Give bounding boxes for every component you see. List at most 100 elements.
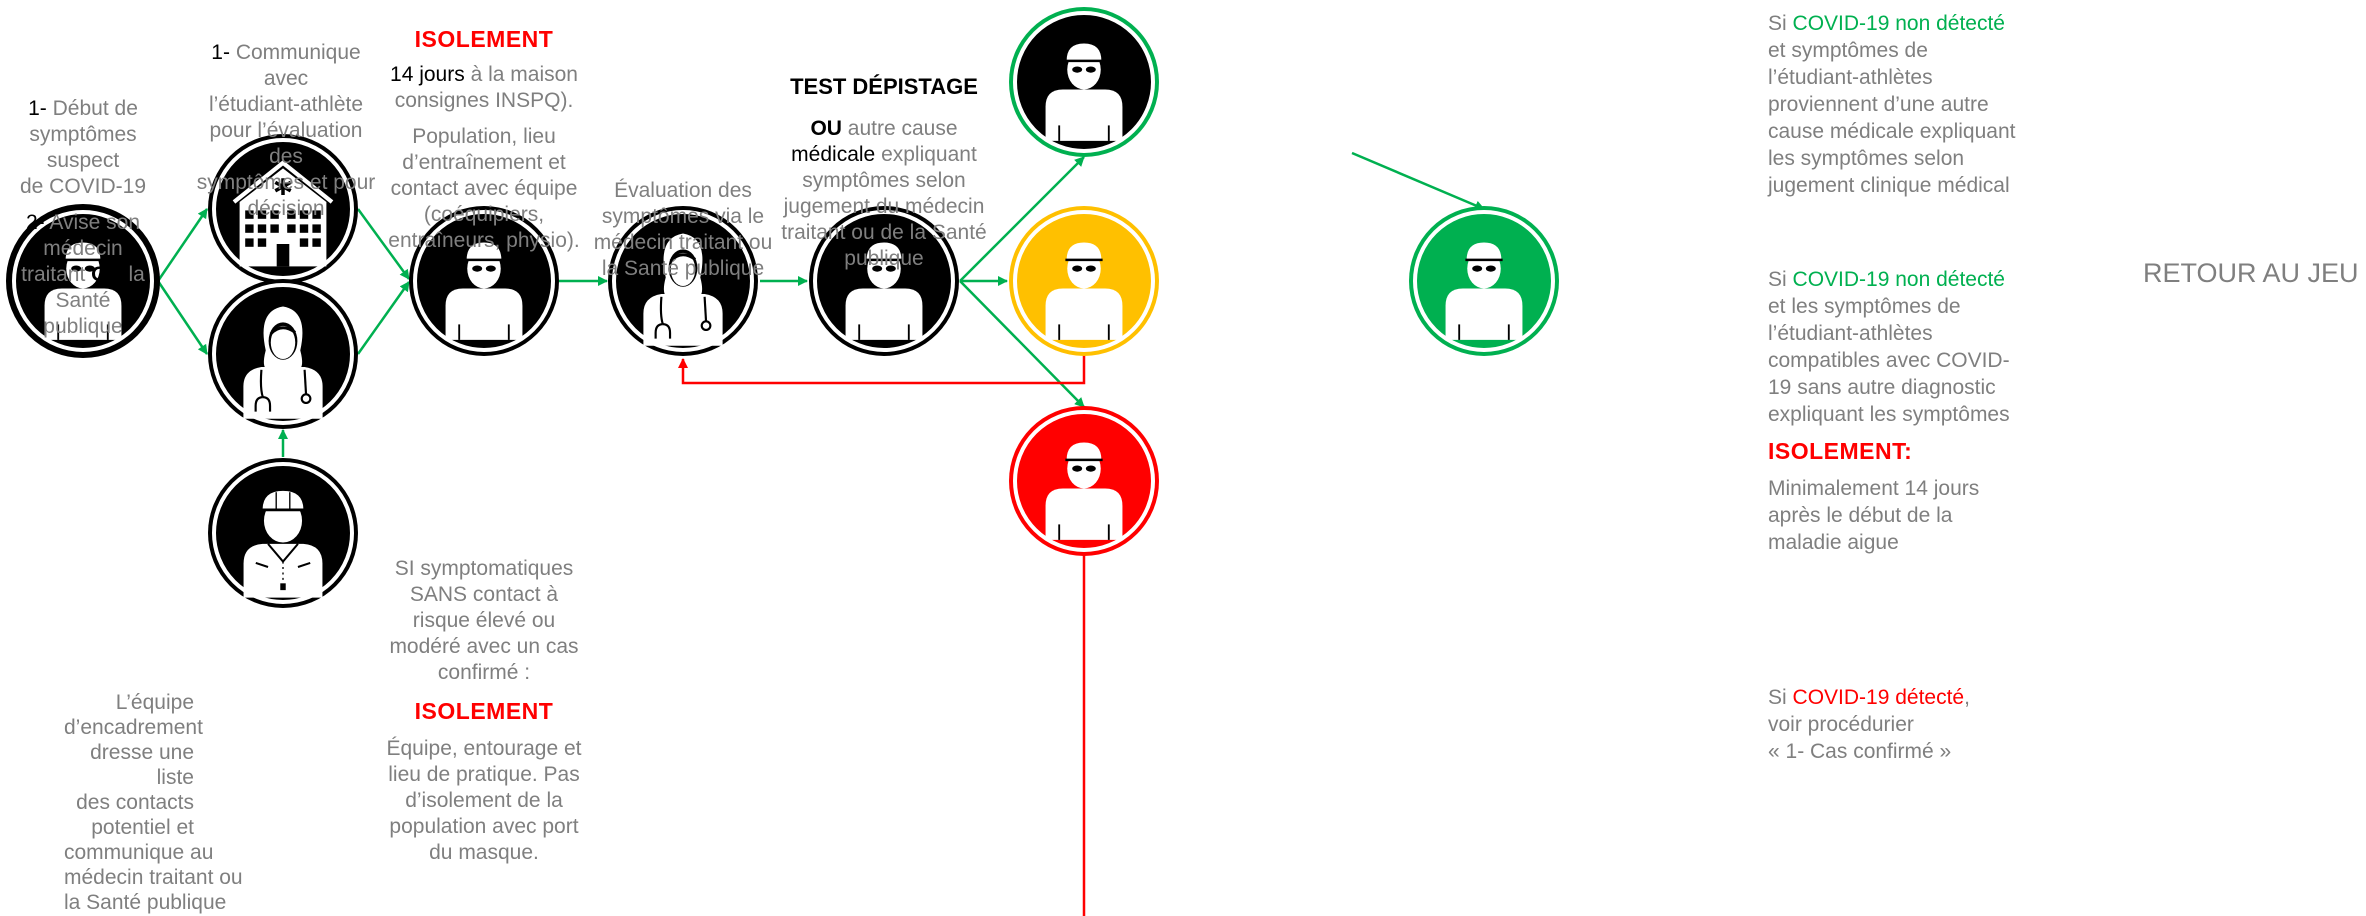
arrow-start-to-doctor xyxy=(156,280,209,355)
green-line-4: cause médicale expliquant xyxy=(1768,120,2016,143)
red-line-2: « 1- Cas confirmé » xyxy=(1768,740,1952,763)
symptomatic-line-1: SI symptomatiques xyxy=(394,557,574,580)
isolement-top-text: ISOLEMENT 14 jours à la maison consignes… xyxy=(384,26,584,254)
arrow-start-to-clinic xyxy=(156,208,209,282)
symptomatic-line-2: SANS contact à xyxy=(409,583,559,606)
coach-line-5: potentiel et xyxy=(91,816,194,839)
evaluation-line-3: médecin traitant ou xyxy=(593,231,773,254)
coach-text: L’équipe d’encadrement dresse une liste … xyxy=(64,690,243,915)
yellow-line-5: expliquant les symptômes xyxy=(1768,403,2010,426)
isolement-top-title: ISOLEMENT xyxy=(414,26,554,52)
coach-line-1: L’équipe xyxy=(115,691,194,714)
node-start xyxy=(6,204,160,358)
yellow-si: Si xyxy=(1768,268,1787,291)
green-line-6: jugement clinique médical xyxy=(1768,174,2010,197)
step1-line6: publique xyxy=(43,315,123,338)
node-isolation xyxy=(409,206,559,356)
test-line1: autre cause xyxy=(847,117,958,140)
step1-ou: OU xyxy=(91,263,123,286)
coach-line-4: des contacts xyxy=(76,791,194,814)
step1-line2: symptômes suspect xyxy=(29,123,137,172)
coach-line-7: médecin traitant ou xyxy=(64,866,243,889)
test-line2a: médicale xyxy=(791,143,876,166)
arrow-test-to-green xyxy=(959,156,1085,282)
communique-line1: Communique avec xyxy=(235,41,361,90)
evaluation-line-1: Évaluation des xyxy=(614,179,752,202)
green-line-5: les symptômes selon xyxy=(1768,147,1965,170)
yellow-p2-3: maladie aigue xyxy=(1768,531,1899,554)
test-line-4: jugement du médecin xyxy=(783,195,985,218)
node-return xyxy=(1409,206,1559,356)
arrow-doctor-to-isolation xyxy=(356,281,411,355)
yellow-covid: COVID-19 non détecté xyxy=(1792,268,2005,291)
isolement-top-p2-1: Population, lieu xyxy=(412,125,556,148)
symptomatic-p2-1: Équipe, entourage et xyxy=(386,737,582,760)
coach-line-8: la Santé publique xyxy=(64,891,227,914)
node-green xyxy=(1009,7,1159,157)
symptomatic-line-4: modéré avec un cas xyxy=(389,635,579,658)
isolement-top-p2-3: contact avec équipe xyxy=(390,177,578,200)
step1-line3: de COVID-19 xyxy=(19,175,147,198)
arrow-clinic-to-isolation xyxy=(356,208,411,280)
isolement-top-line1: à la maison xyxy=(470,63,578,86)
arrow-yellow-back-to-evaluation xyxy=(678,355,1086,385)
yellow-line-1: et les symptômes de xyxy=(1768,295,1961,318)
symptomatic-line-5: confirmé : xyxy=(437,661,531,684)
green-covid: COVID-19 non détecté xyxy=(1792,12,2005,35)
test-line2b: expliquant xyxy=(881,143,977,166)
test-ou: OU xyxy=(810,117,842,140)
green-line-2: l’étudiant-athlètes xyxy=(1768,66,1933,89)
step1-text: 1- Début de symptômes suspect de COVID-1… xyxy=(0,96,166,340)
red-si: Si xyxy=(1768,686,1787,709)
yellow-p2-1: Minimalement 14 jours xyxy=(1768,477,1980,500)
green-text: Si COVID-19 non détecté et symptômes de … xyxy=(1768,10,2068,199)
symptomatic-title: ISOLEMENT xyxy=(414,698,554,724)
test-line-5: traitant ou de la Santé xyxy=(781,221,987,244)
coach-line-6: communique au xyxy=(64,841,214,864)
isolement-top-line2: consignes INSPQ). xyxy=(394,89,574,112)
retour-au-jeu-label: RETOUR AU JEU xyxy=(2143,258,2359,288)
communique-line3: pour l’évaluation des xyxy=(209,119,363,168)
symptomatic-p2-4: population avec port xyxy=(389,815,579,838)
test-text: TEST DÉPISTAGE OU autre cause médicale e… xyxy=(774,74,994,272)
symptomatic-text: SI symptomatiques SANS contact à risque … xyxy=(384,556,584,866)
node-clinic xyxy=(208,134,358,284)
node-test xyxy=(809,206,959,356)
green-si: Si xyxy=(1768,12,1787,35)
node-coach xyxy=(208,458,358,608)
green-line-1: et symptômes de xyxy=(1768,39,1928,62)
step1-line4: Avise son médecin xyxy=(43,211,141,260)
symptomatic-p2-2: lieu de pratique. Pas xyxy=(388,763,580,786)
communique-num: 1- xyxy=(211,41,230,64)
red-text: Si COVID-19 détecté, voir procédurier « … xyxy=(1768,684,2068,765)
communique-text: 1- Communique avec l’étudiant-athlète po… xyxy=(196,40,376,222)
isolement-top-days: 14 jours xyxy=(390,63,465,86)
node-evaluation xyxy=(608,206,758,356)
test-title: TEST DÉPISTAGE xyxy=(790,74,978,99)
connectors xyxy=(156,151,1485,916)
symptomatic-line-3: risque élevé ou xyxy=(412,609,556,632)
yellow-line-2: l’étudiant-athlètes xyxy=(1768,322,1933,345)
node-doctor-left xyxy=(208,279,358,429)
yellow-line-3: compatibles avec COVID- xyxy=(1768,349,2010,372)
red-comma: , xyxy=(1964,686,1970,709)
node-red xyxy=(1009,406,1159,556)
test-line-6: publique xyxy=(844,247,924,270)
step1-line5c: la Santé xyxy=(55,263,145,312)
coach-line-3: dresse une liste xyxy=(90,741,194,789)
green-line-3: proviennent d’une autre xyxy=(1768,93,1989,116)
symptomatic-p2-5: du masque. xyxy=(429,841,539,864)
evaluation-text: Évaluation des symptômes via le médecin … xyxy=(588,178,778,282)
yellow-title: ISOLEMENT: xyxy=(1768,438,1913,464)
evaluation-line-2: symptômes via le xyxy=(601,205,765,228)
yellow-p2-2: après le début de la xyxy=(1768,504,1953,527)
isolement-top-p2-4: (coéquipiers, xyxy=(423,203,545,226)
node-yellow xyxy=(1009,206,1159,356)
step1-num2: 2- xyxy=(25,211,45,234)
test-line-3: symptômes selon xyxy=(802,169,966,192)
step1-line1: Début de xyxy=(52,97,138,120)
communique-line5: décision xyxy=(247,197,325,220)
red-line-1: voir procédurier xyxy=(1768,713,1914,736)
coach-line-2: d’encadrement xyxy=(64,716,203,739)
